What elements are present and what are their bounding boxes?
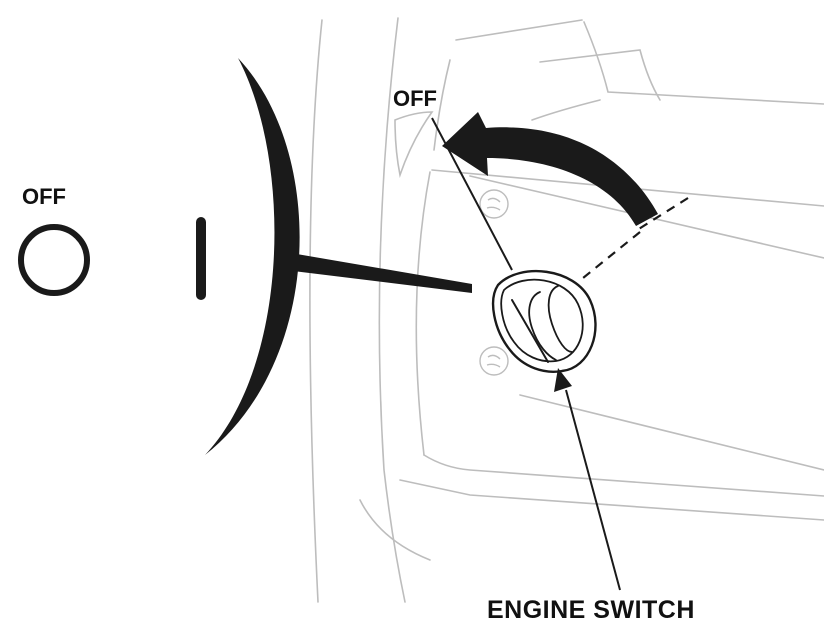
panel-outline: [309, 17, 824, 603]
callout-bracket: [205, 58, 300, 455]
rotation-arrow-icon: [442, 112, 658, 226]
screw-upper-icon: [479, 189, 509, 219]
rotation-guide-lines: [582, 197, 689, 279]
off-circle-icon: [18, 224, 90, 296]
engine-switch-arrowhead: [554, 368, 572, 392]
callout-pointer: [285, 252, 472, 293]
off-position-label: OFF: [393, 86, 437, 111]
engine-switch-pointer-line: [565, 389, 621, 591]
engine-switch-label: ENGINE SWITCH: [487, 596, 695, 624]
screw-lower-icon: [479, 346, 509, 376]
engine-switch-knob: [491, 269, 597, 373]
off-symbol-label: OFF: [22, 184, 66, 209]
